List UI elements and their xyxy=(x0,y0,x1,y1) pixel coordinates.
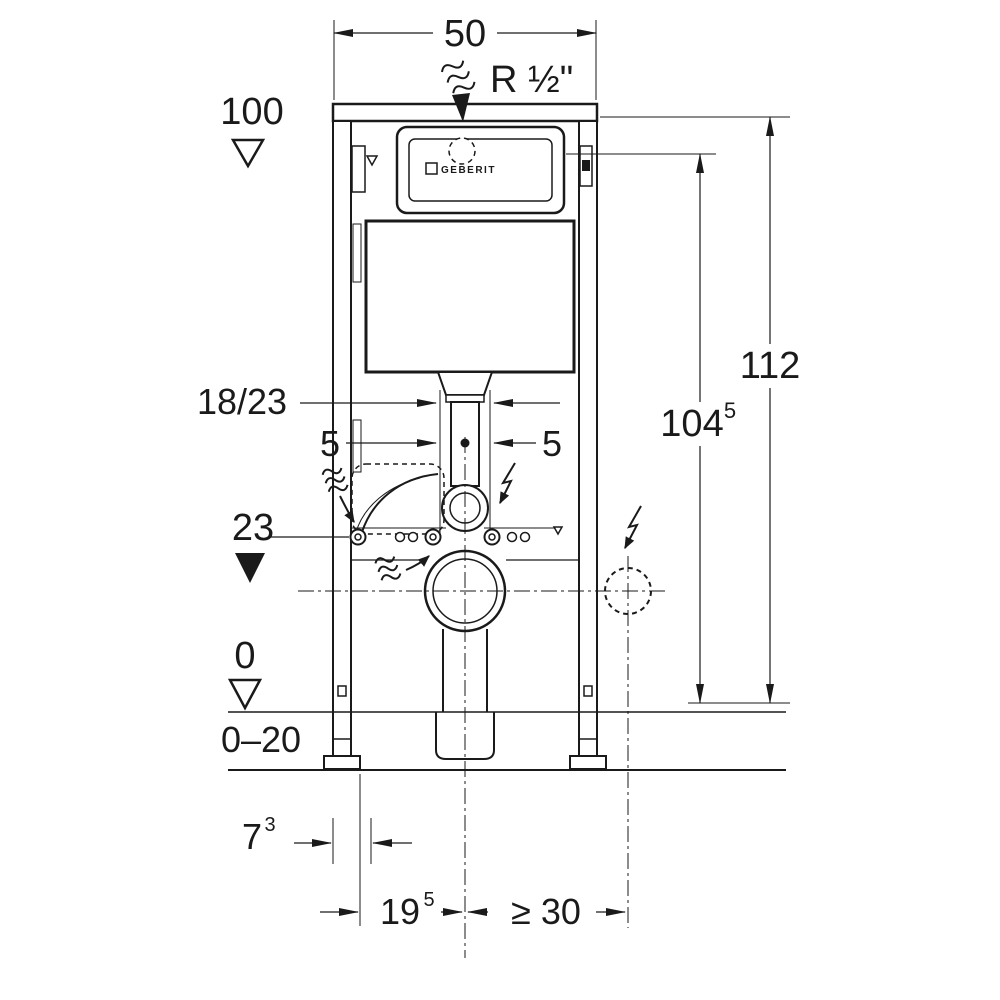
water-supply-connection-icon xyxy=(448,137,476,165)
pointer-arrow xyxy=(405,555,430,571)
dim-label-104-sup: 5 xyxy=(724,398,736,423)
water-supply-assembly xyxy=(349,463,564,546)
left-level-mark-icon xyxy=(365,155,379,167)
label-bg xyxy=(650,402,746,446)
dim-label-104: 104 xyxy=(660,403,723,445)
lightning-icon-center xyxy=(499,462,516,505)
supply-thread-label: R ½" xyxy=(490,59,573,101)
right-bracket-mark xyxy=(582,160,590,171)
pointer-arrow xyxy=(339,495,355,524)
cistern-opening-outer xyxy=(395,125,566,215)
right-foot-plate xyxy=(569,755,607,770)
wave-line xyxy=(441,60,465,73)
dim-label-19-sup: 5 xyxy=(423,889,434,911)
mounting-frame xyxy=(323,102,607,770)
wave-line xyxy=(377,564,399,573)
dim-19-5: 19 5 xyxy=(320,889,463,932)
right-rail-hole xyxy=(583,685,593,697)
center-reference-dot xyxy=(460,438,470,448)
supply-down-arrow-icon xyxy=(452,93,470,122)
supply-valve-center xyxy=(354,533,362,541)
small-level-mark-icon xyxy=(552,526,564,536)
fixing-ring-left-center xyxy=(429,533,437,541)
wave-line xyxy=(327,484,349,493)
brand-logo-square-icon xyxy=(425,162,438,175)
level-100-label: 100 xyxy=(220,91,283,133)
dim-label-7: 7 xyxy=(242,816,262,857)
level-marker-100: 100 xyxy=(220,91,284,169)
left-rail-detail-lower xyxy=(352,419,362,473)
supply-flexible-icon-top xyxy=(441,60,476,122)
brand-label: GEBERIT xyxy=(441,165,496,176)
five-right-label: 5 xyxy=(542,423,562,464)
label-bg xyxy=(433,12,497,54)
fixing-hole-4 xyxy=(519,531,531,543)
supply-hose-outer xyxy=(361,473,439,533)
wave-line xyxy=(321,467,343,476)
cistern-opening-inner xyxy=(408,138,553,202)
foot-adjust-label: 0–20 xyxy=(221,719,301,760)
dim-min-30: ≥ 30 xyxy=(467,891,626,932)
left-rail-hole xyxy=(337,685,347,697)
level-0-label: 0 xyxy=(234,635,255,677)
fixing-hole-1 xyxy=(394,531,406,543)
dim-label-min-30: ≥ 30 xyxy=(511,891,581,932)
wave-line xyxy=(380,573,402,581)
wave-line xyxy=(446,71,470,83)
lightning-icon-right xyxy=(624,505,642,550)
level-23-label: 23 xyxy=(232,507,274,549)
cistern-service-opening: GEBERIT xyxy=(395,125,566,215)
dim-label-19: 19 xyxy=(380,891,420,932)
flexible-connection-icon-left xyxy=(321,467,355,524)
dim-top-width-50: 50 xyxy=(333,12,597,100)
left-foot-plate xyxy=(323,755,361,770)
left-rail-detail-upper xyxy=(352,223,362,283)
fixing-ring-right-center xyxy=(488,533,496,541)
offset-label: 18/23 xyxy=(197,381,287,422)
dim-label-50: 50 xyxy=(444,13,486,55)
flush-pipe-cone xyxy=(436,371,494,396)
dim-7-3: 7 3 xyxy=(242,814,412,857)
left-rail-bracket xyxy=(351,145,366,193)
fixing-hole-2 xyxy=(407,531,419,543)
cistern-access-panel xyxy=(364,219,576,374)
dim-offset-18-23: 18/23 xyxy=(197,381,560,422)
open-triangle-marker-icon xyxy=(230,138,266,169)
wave-line xyxy=(452,81,476,94)
flush-pipe xyxy=(436,371,494,532)
level-marker-23: 23 xyxy=(232,507,349,583)
label-bg xyxy=(737,344,803,388)
level-marker-0: 0 xyxy=(227,635,263,711)
dim-label-7-sup: 3 xyxy=(264,814,275,836)
dim-overall-height-112: 112 xyxy=(600,116,803,704)
flush-pipe-flange xyxy=(445,394,485,403)
supply-hose-inner xyxy=(355,477,421,533)
dim-five-five: 5 5 xyxy=(320,423,562,464)
wave-line xyxy=(374,556,396,564)
wave-line xyxy=(324,476,346,484)
dim-label-112: 112 xyxy=(740,345,801,387)
open-triangle-marker-icon xyxy=(227,678,263,711)
flexible-connection-icon-lower xyxy=(374,555,430,581)
five-left-label: 5 xyxy=(320,423,340,464)
filled-triangle-marker-icon xyxy=(235,553,265,583)
fixing-hole-3 xyxy=(506,531,518,543)
dim-height-104-5: 104 5 xyxy=(566,153,746,704)
frame-right-rail xyxy=(578,120,598,757)
